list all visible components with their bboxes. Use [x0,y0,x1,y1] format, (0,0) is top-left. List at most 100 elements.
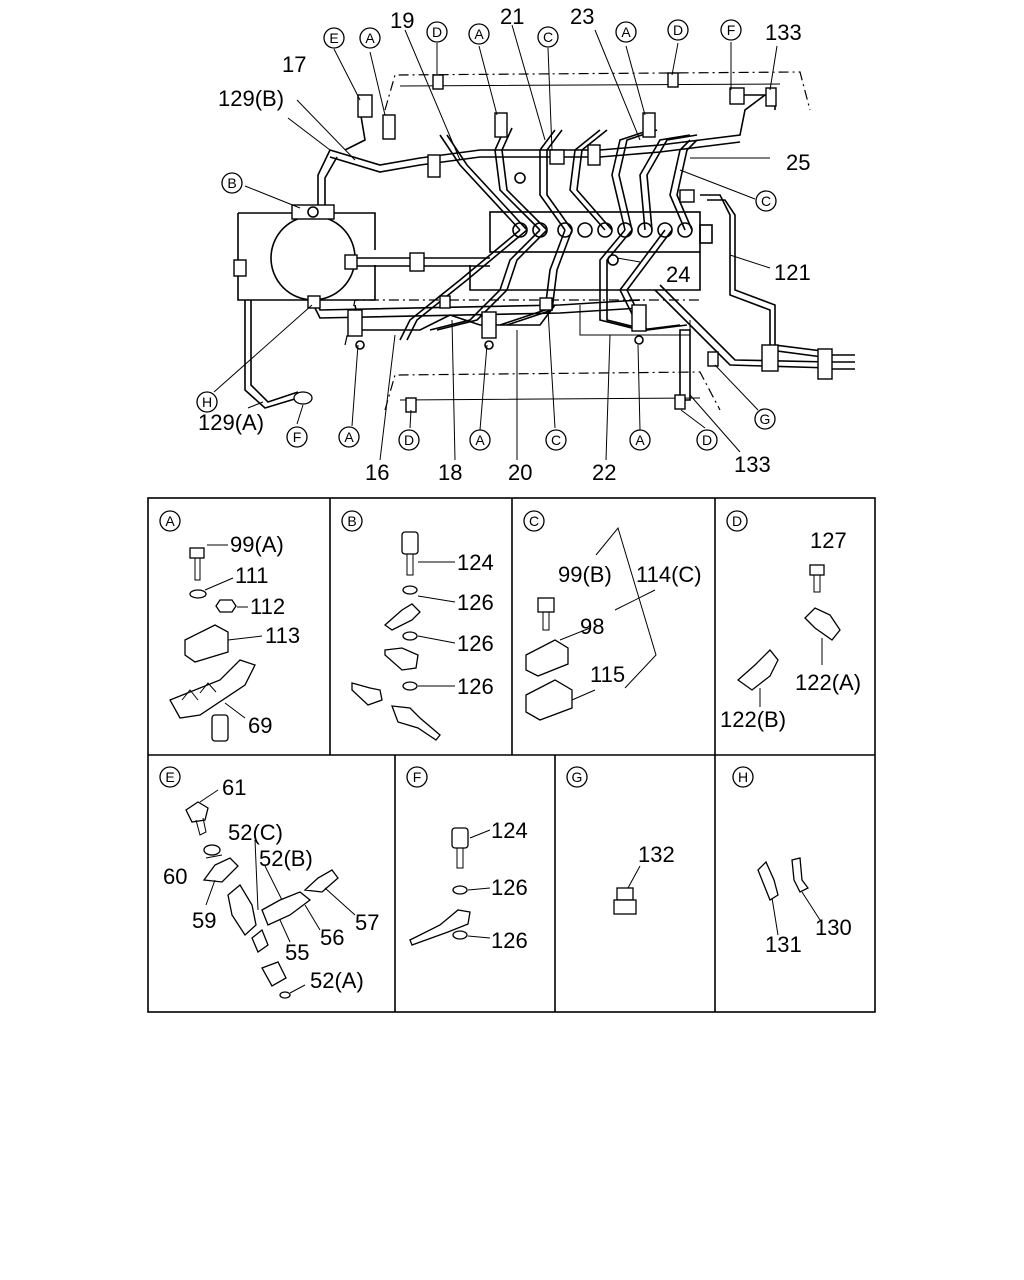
svg-text:D: D [432,24,442,40]
part-124-f: 124 [491,818,528,843]
part-59: 59 [192,908,216,933]
callout-circle-d: D [426,21,448,43]
svg-text:B: B [227,175,236,191]
panel-e-letter: E [165,769,174,785]
detail-panel-h: H 131 130 [732,766,852,957]
panel-g-letter: G [572,769,583,785]
svg-text:A: A [474,26,484,42]
callout-23: 23 [570,4,594,29]
main-circle-letter-callouts: E A D A C A D F B C H G F A D A C A D [196,19,777,451]
part-99b: 99(B) [558,562,612,587]
part-113: 113 [265,623,300,648]
callout-circle-h: H [196,391,218,413]
part-52a: 52(A) [310,968,364,993]
detail-panel-a: A 99(A) 111 112 113 69 [159,510,300,742]
part-126-b3: 126 [457,674,494,699]
part-126-b1: 126 [457,590,494,615]
panel-h-letter: H [738,769,748,785]
panel-c-letter: C [529,513,539,529]
callout-17: 17 [282,52,306,77]
callout-20: 20 [508,460,532,485]
svg-text:A: A [621,24,631,40]
callout-circle-e: E [323,27,345,49]
svg-text:D: D [673,22,683,38]
main-leader-lines [213,24,778,461]
callout-24: 24 [666,262,690,287]
part-99a: 99(A) [230,532,284,557]
part-114c: 114(C) [636,562,702,587]
detail-panels-grid [147,497,876,1013]
callout-circle-a: A [469,429,491,451]
callout-22: 22 [592,460,616,485]
callout-circle-b: B [221,172,243,194]
svg-text:C: C [543,29,553,45]
svg-text:D: D [702,432,712,448]
callout-129a: 129(A) [198,410,264,435]
callout-19: 19 [390,8,414,33]
part-52b: 52(B) [259,846,313,871]
callout-circle-a: A [468,23,490,45]
svg-text:E: E [329,30,338,46]
panel-a-letter: A [165,513,175,529]
panel-b-letter: B [347,513,356,529]
panel-d-letter: D [732,513,742,529]
svg-text:F: F [727,22,736,38]
svg-text:C: C [551,432,561,448]
part-52c: 52(C) [228,820,283,845]
callout-18: 18 [438,460,462,485]
main-callout-labels: 17 19 21 23 133 129(B) 25 121 24 129(A) … [198,4,811,485]
part-115: 115 [590,662,625,687]
svg-text:A: A [635,432,645,448]
svg-text:F: F [293,429,302,445]
detail-panel-c: C 99(B) 114(C) 98 115 [523,510,702,721]
part-130: 130 [815,915,852,940]
callout-circle-d: D [667,19,689,41]
callout-circle-c: C [537,26,559,48]
callout-133-top: 133 [765,20,802,45]
panel-f-letter: F [413,769,422,785]
svg-text:A: A [344,429,354,445]
part-98: 98 [580,614,604,639]
part-126-b2: 126 [457,631,494,656]
svg-text:C: C [761,193,771,209]
callout-circle-a: A [359,27,381,49]
detail-panel-b: B 124 126 126 126 [341,510,494,741]
part-122b: 122(B) [720,707,786,732]
callout-21: 21 [500,4,524,29]
part-126-f2: 126 [491,928,528,953]
callout-circle-a: A [615,21,637,43]
detail-panel-e: E 61 52(C) 52(B) 60 59 57 55 56 52(A) [159,766,379,999]
callout-129b: 129(B) [218,86,284,111]
callout-25: 25 [786,150,810,175]
part-112: 112 [250,594,285,619]
fuel-pipe-assembly-illustration [233,71,855,413]
svg-text:A: A [475,432,485,448]
callout-circle-d: D [696,429,718,451]
part-122a: 122(A) [795,670,861,695]
callout-16: 16 [365,460,389,485]
part-55: 55 [285,940,309,965]
callout-circle-f: F [286,426,308,448]
callout-circle-a: A [338,426,360,448]
part-132: 132 [638,842,675,867]
svg-text:H: H [202,394,212,410]
detail-panel-d: D 127 122(A) 122(B) [720,510,861,732]
callout-circle-f: F [720,19,742,41]
callout-133-bottom: 133 [734,452,771,477]
part-57: 57 [355,910,379,935]
svg-text:A: A [365,30,375,46]
svg-text:D: D [404,432,414,448]
part-127: 127 [810,528,847,553]
part-60: 60 [163,864,187,889]
part-131: 131 [765,932,802,957]
detail-panel-f: F 124 126 126 [406,766,528,953]
callout-circle-c: C [755,190,777,212]
part-126-f1: 126 [491,875,528,900]
part-124-b: 124 [457,550,494,575]
svg-text:G: G [760,411,771,427]
callout-121: 121 [774,260,811,285]
callout-circle-g: G [754,408,776,430]
detail-panel-g: G 132 [566,766,675,915]
callout-circle-c: C [545,429,567,451]
